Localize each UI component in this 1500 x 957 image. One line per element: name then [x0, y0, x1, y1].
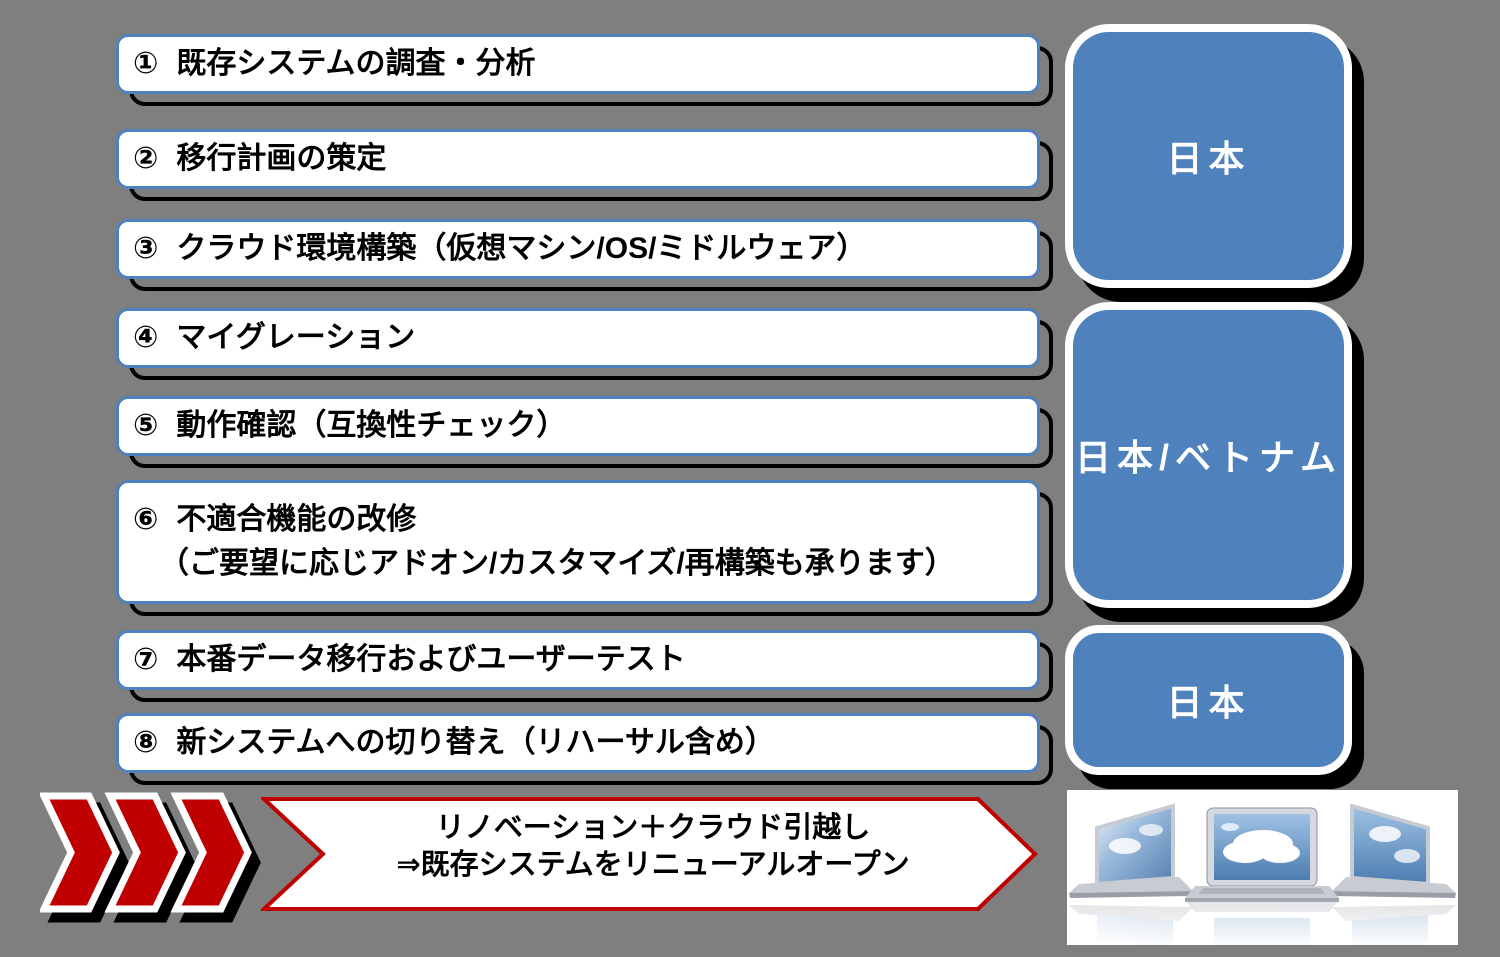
- step-number: ⑦: [133, 642, 159, 676]
- banner-arrow-shape: [261, 797, 1038, 911]
- step-number: ②: [133, 141, 159, 175]
- panel-label: 日本/ベトナム: [1065, 302, 1352, 608]
- step-label: 動作確認（互換性チェック）: [176, 408, 567, 442]
- banner-line-2: ⇒既存システムをリニューアルオープン: [396, 849, 910, 881]
- panel-label: 日本: [1065, 625, 1352, 775]
- step-sublabel: （ご要望に応じアドオン/カスタマイズ/再構築も承ります）: [159, 547, 955, 580]
- step-box-6: ⑥ 不適合機能の改修 （ご要望に応じアドオン/カスタマイズ/再構築も承ります）: [116, 480, 1053, 616]
- step-box-face: ③ クラウド環境構築（仮想マシン/OS/ミドルウェア）: [116, 219, 1040, 279]
- step-number: ⑧: [133, 725, 159, 759]
- step-number: ③: [133, 231, 159, 265]
- step-box-7: ⑦ 本番データ移行およびユーザーテスト: [116, 630, 1053, 702]
- step-box-8: ⑧ 新システムへの切り替え（リハーサル含め）: [116, 713, 1053, 785]
- step-box-face: ⑤ 動作確認（互換性チェック）: [116, 396, 1040, 456]
- step-label: 本番データ移行およびユーザーテスト: [176, 642, 686, 676]
- step-number: ⑤: [133, 408, 159, 442]
- step-box-5: ⑤ 動作確認（互換性チェック）: [116, 396, 1053, 468]
- step-label: 不適合機能の改修: [176, 502, 417, 536]
- banner-text: リノベーション＋クラウド引越し ⇒既存システムをリニューアルオープン: [323, 810, 983, 884]
- laptops-cloud-photo: [1067, 790, 1458, 945]
- step-label: マイグレーション: [176, 320, 416, 354]
- step-label: 移行計画の策定: [176, 141, 387, 175]
- step-box-face: ① 既存システムの調査・分析: [116, 34, 1040, 94]
- panel-japan-vietnam: 日本/ベトナム: [1065, 302, 1364, 622]
- panel-label: 日本: [1065, 24, 1352, 288]
- step-box-4: ④ マイグレーション: [116, 308, 1053, 380]
- chevron-right-icon: [40, 792, 261, 923]
- panel-japan-top: 日本: [1065, 24, 1364, 302]
- step-number: ⑥: [133, 502, 159, 536]
- banner-line-1: リノベーション＋クラウド引越し: [435, 812, 871, 844]
- step-box-1: ① 既存システムの調査・分析: [116, 34, 1053, 106]
- panel-japan-bottom: 日本: [1065, 625, 1364, 789]
- step-number: ④: [133, 320, 159, 354]
- step-box-2: ② 移行計画の策定: [116, 129, 1053, 201]
- step-box-face: ④ マイグレーション: [116, 308, 1040, 368]
- step-box-face: ⑥ 不適合機能の改修 （ご要望に応じアドオン/カスタマイズ/再構築も承ります）: [116, 480, 1040, 604]
- step-box-3: ③ クラウド環境構築（仮想マシン/OS/ミドルウェア）: [116, 219, 1053, 291]
- step-number: ①: [133, 46, 159, 80]
- step-box-face: ⑧ 新システムへの切り替え（リハーサル含め）: [116, 713, 1040, 773]
- step-box-face: ② 移行計画の策定: [116, 129, 1040, 189]
- step-label: 既存システムの調査・分析: [176, 46, 536, 80]
- step-label: クラウド環境構築（仮想マシン/OS/ミドルウェア）: [176, 231, 867, 265]
- step-label: 新システムへの切り替え（リハーサル含め）: [176, 725, 775, 759]
- step-box-face: ⑦ 本番データ移行およびユーザーテスト: [116, 630, 1040, 690]
